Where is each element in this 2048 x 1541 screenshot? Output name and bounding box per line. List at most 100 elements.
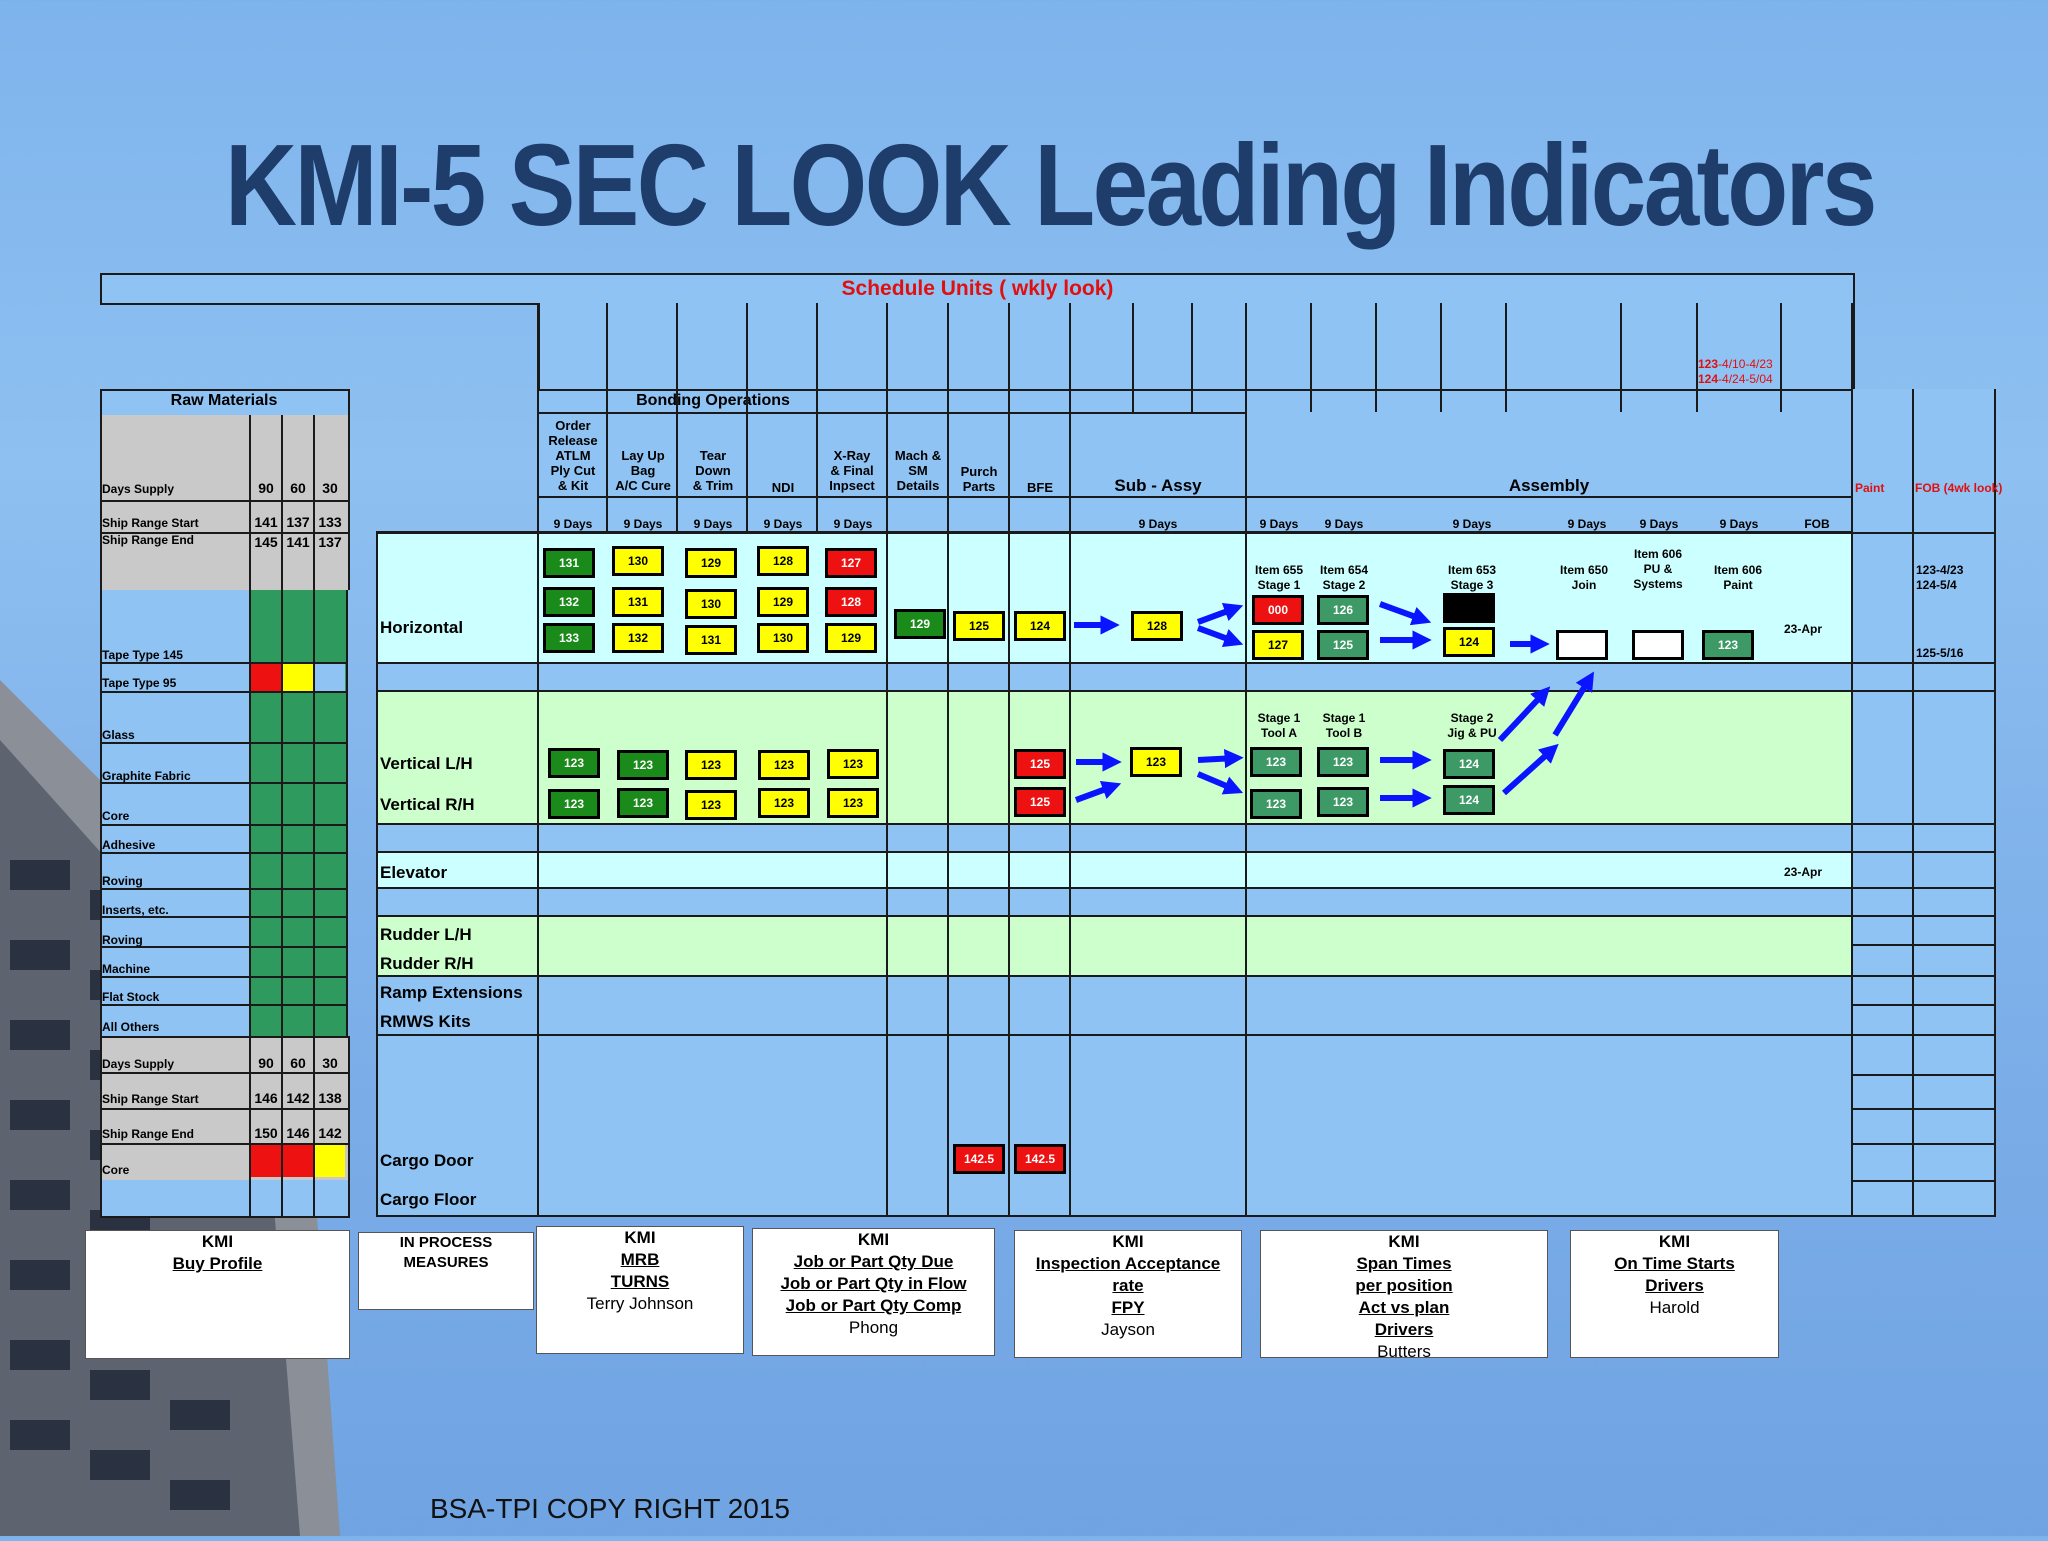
assembly-stage-label: Stage 1 Tool B — [1322, 711, 1366, 740]
raw-ship-end-label: Ship Range End — [102, 533, 195, 547]
days-label: 9 Days — [1639, 517, 1679, 531]
status-box: 123 — [685, 750, 737, 780]
material-label: Adhesive — [102, 838, 156, 852]
kmi-link[interactable]: Job or Part Qty in Flow — [780, 1274, 967, 1293]
raw-materials-header: Raw Materials — [170, 392, 278, 409]
assembly-item-label: Item 650 Join — [1559, 563, 1609, 592]
core-red-cell-1 — [251, 1145, 281, 1177]
kmi-label: KMI — [1388, 1232, 1420, 1251]
kmi-buy-profile: KMI Buy Profile — [85, 1230, 350, 1359]
days-label: 9 Days — [1567, 517, 1607, 531]
schedule-note-1: 123-4/10-4/23 — [1698, 357, 1773, 371]
status-box: 124 — [1443, 749, 1495, 779]
kmi-owner: Butters — [1377, 1342, 1431, 1361]
raw-core-label: Core — [102, 1163, 130, 1177]
kmi-link[interactable]: Act vs plan — [1358, 1298, 1450, 1317]
kmi-link[interactable]: TURNS — [610, 1272, 670, 1291]
fob-date-3: 125-5/16 — [1916, 646, 1964, 660]
schedule-weeks-band — [538, 303, 1855, 389]
kmi-link[interactable]: On Time Starts — [1614, 1254, 1735, 1273]
kmi-link[interactable]: Job or Part Qty Comp — [785, 1296, 962, 1315]
raw-days-supply-label-2: Days Supply — [102, 1057, 175, 1071]
kmi-label: KMI — [624, 1228, 656, 1247]
kmi-label: MEASURES — [403, 1254, 489, 1271]
col-header-subassy: Sub - Assy — [1114, 476, 1202, 495]
kmi-mrb-turns: KMI MRB TURNS Terry Johnson — [536, 1226, 744, 1354]
kmi-in-process: IN PROCESS MEASURES — [358, 1232, 534, 1310]
kmi-link[interactable]: per position — [1355, 1276, 1453, 1295]
kmi-link[interactable]: Inspection Acceptance — [1035, 1254, 1221, 1273]
status-box: 123 — [1702, 630, 1754, 660]
kmi-link[interactable]: rate — [1112, 1276, 1144, 1295]
row-label-elevator: Elevator — [380, 863, 448, 882]
row-label-vertical-rh: Vertical R/H — [380, 795, 475, 814]
status-box: 123 — [617, 788, 669, 818]
assembly-item-label: Item 606 Paint — [1713, 563, 1763, 592]
days-label: 9 Days — [1138, 517, 1178, 531]
kmi-owner: Jayson — [1101, 1320, 1155, 1339]
col-header-mach: Mach & SM Details — [894, 448, 942, 493]
col-header-assembly: Assembly — [1508, 476, 1590, 495]
kmi-link[interactable]: Span Times — [1356, 1254, 1452, 1273]
status-box: 128 — [1131, 611, 1183, 641]
row-label-horizontal: Horizontal — [380, 618, 464, 637]
footer-copyright: BSA-TPI COPY RIGHT 2015 — [430, 1493, 790, 1524]
status-box: 126 — [1317, 595, 1369, 625]
status-box: 125 — [1014, 787, 1066, 817]
status-box: 123 — [1250, 747, 1302, 777]
raw-ship-end-2: 141 — [286, 534, 310, 550]
kmi-span-times: KMI Span Times per position Act vs plan … — [1260, 1230, 1548, 1361]
status-box: 129 — [825, 623, 877, 653]
raw-ship-end2-3: 142 — [318, 1125, 342, 1141]
col-header-paint: Paint — [1855, 481, 1885, 495]
tape95-blue-cell — [315, 664, 345, 691]
status-box: 123 — [685, 790, 737, 820]
rudder-row-bg — [376, 916, 1852, 976]
kmi-owner: Terry Johnson — [586, 1294, 694, 1313]
days-label: 9 Days — [1259, 517, 1299, 531]
raw-ship-end-3: 137 — [318, 534, 342, 550]
status-box: 142.5 — [953, 1144, 1005, 1174]
tape95-yellow-cell — [283, 664, 313, 691]
status-box: 131 — [685, 625, 737, 655]
status-box: 131 — [543, 548, 595, 578]
kmi-label: KMI — [1112, 1232, 1144, 1251]
paint-fob-cols — [1852, 389, 1996, 1216]
arrow-icon — [1074, 780, 1122, 803]
days-label: 9 Days — [553, 517, 593, 531]
assembly-stage-label: Stage 2 Jig & PU — [1447, 711, 1497, 740]
kmi-link[interactable]: Drivers — [1374, 1320, 1434, 1339]
fob-date-2: 124-5/4 — [1916, 578, 1957, 592]
kmi-link[interactable]: Drivers — [1645, 1276, 1704, 1295]
raw-ship-start2-1: 146 — [254, 1090, 278, 1106]
status-box: 123 — [758, 788, 810, 818]
kmi-link[interactable]: FPY — [1111, 1298, 1145, 1317]
assembly-item-label: Item 606 PU & Systems — [1633, 547, 1683, 591]
material-label: Glass — [102, 728, 135, 742]
kmi-label: IN PROCESS — [399, 1234, 493, 1251]
material-label: Tape Type 145 — [102, 648, 183, 662]
kmi-label: KMI — [857, 1230, 890, 1249]
material-label: Roving — [102, 933, 143, 947]
status-box: 123 — [827, 788, 879, 818]
col-header-order-release: Order Release ATLM Ply Cut & Kit — [548, 418, 598, 493]
status-box: 130 — [685, 589, 737, 619]
col-header-purch: Purch Parts — [960, 464, 998, 494]
status-box: 124 — [1443, 627, 1495, 657]
arrow-icon — [1497, 686, 1551, 743]
raw-bottom-empty-row — [100, 1180, 350, 1218]
arrow-icon — [1196, 771, 1244, 795]
kmi-link[interactable]: MRB — [620, 1250, 660, 1269]
status-box: 130 — [612, 546, 664, 576]
schedule-header: Schedule Units ( wkly look) — [841, 277, 1114, 300]
kmi-link[interactable]: Job or Part Qty Due — [793, 1252, 954, 1271]
material-label: Core — [102, 809, 130, 823]
raw-ship-start-1: 141 — [254, 514, 278, 530]
raw-ship-start-label: Ship Range Start — [102, 516, 199, 530]
days-label: 9 Days — [693, 517, 733, 531]
gap-row-1 — [376, 663, 1852, 691]
gap-row-2 — [376, 824, 1852, 852]
core-yellow-cell — [315, 1145, 345, 1177]
horizontal-date: 23-Apr — [1784, 622, 1823, 636]
kmi-link[interactable]: Buy Profile — [172, 1254, 263, 1273]
